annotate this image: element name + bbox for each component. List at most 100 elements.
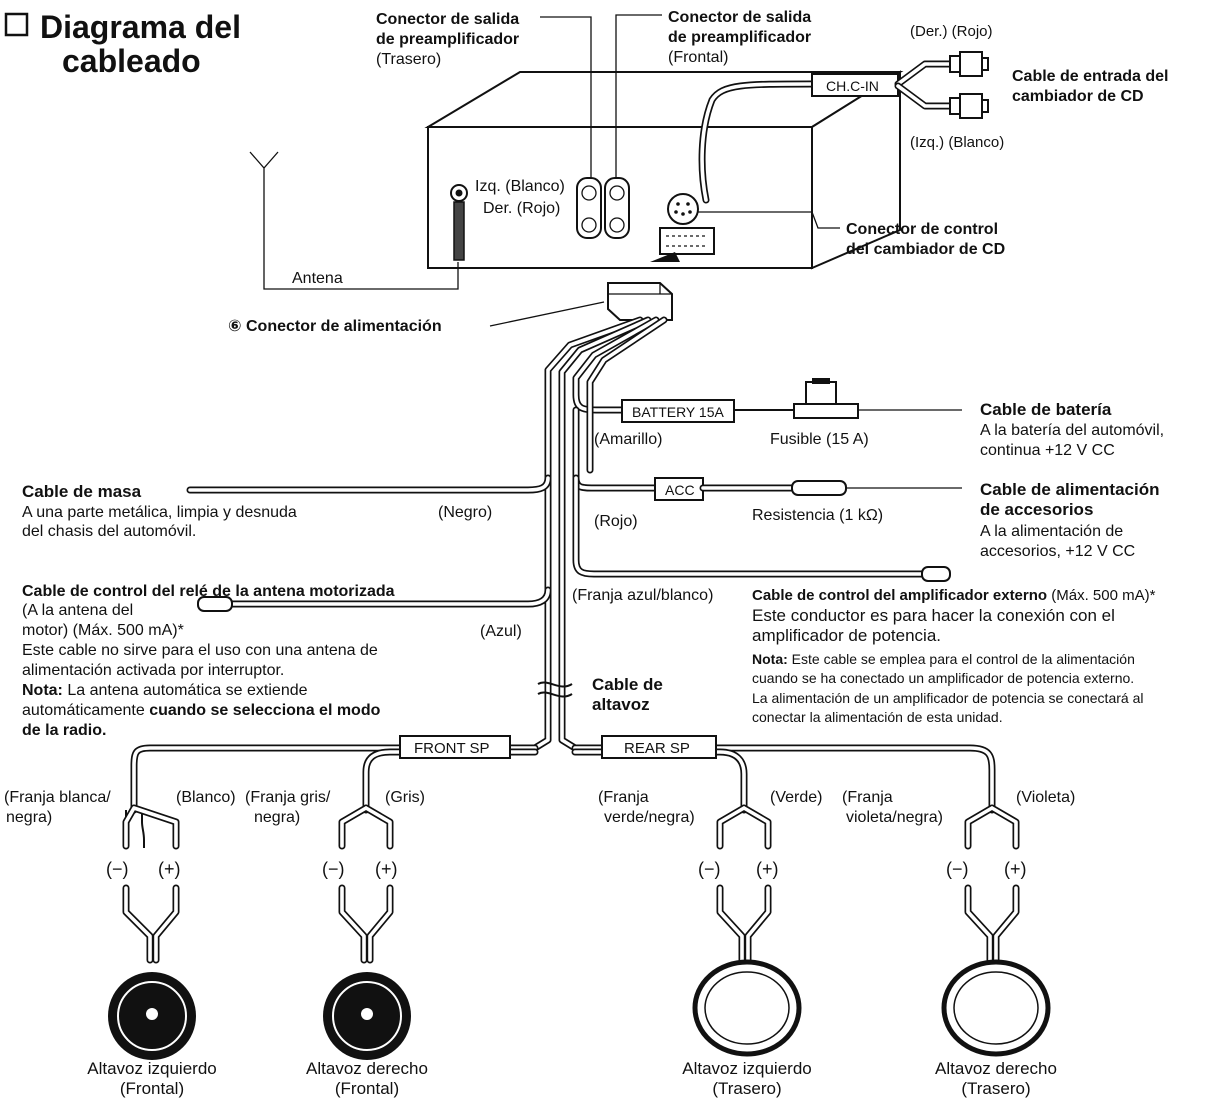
svg-text:(+): (+) bbox=[1004, 859, 1027, 879]
svg-text:de preamplificador: de preamplificador bbox=[668, 29, 811, 46]
front-preamp-jacks-icon bbox=[604, 177, 630, 239]
svg-text:(Trasero): (Trasero) bbox=[376, 51, 441, 68]
svg-text:Conector de salida: Conector de salida bbox=[668, 9, 811, 26]
svg-text:La alimentación de un amplific: La alimentación de un amplificador de po… bbox=[752, 690, 1143, 706]
insert-arrow-icon bbox=[650, 252, 680, 262]
rear-preamp-label: Conector de salida de preamplificador (T… bbox=[376, 11, 592, 178]
svg-text:(Franja gris/: (Franja gris/ bbox=[245, 789, 331, 806]
antenna-plug-icon bbox=[453, 201, 465, 261]
antenna: Antena bbox=[249, 151, 465, 290]
svg-text:Altavoz derecho: Altavoz derecho bbox=[306, 1059, 428, 1078]
svg-text:amplificador de potencia.: amplificador de potencia. bbox=[752, 626, 941, 645]
svg-text:Cable de control del relé de l: Cable de control del relé de la antena m… bbox=[22, 583, 395, 600]
svg-text:(−): (−) bbox=[322, 859, 345, 879]
speaker-group-rear-left: (Franja verde/negra) (Verde) (−) (+) Alt… bbox=[598, 789, 822, 1098]
cd-control-connector-icon bbox=[667, 193, 699, 225]
antenna-label: Antena bbox=[292, 270, 343, 287]
svg-text:(+): (+) bbox=[375, 859, 398, 879]
svg-text:Altavoz izquierdo: Altavoz izquierdo bbox=[682, 1059, 811, 1078]
svg-text:Conector de salida: Conector de salida bbox=[376, 11, 519, 28]
cd-right-color: (Der.) (Rojo) bbox=[910, 23, 993, 40]
head-unit bbox=[424, 70, 904, 270]
main-harness bbox=[531, 316, 668, 752]
svg-text:(Verde): (Verde) bbox=[770, 789, 822, 806]
svg-text:de accesorios: de accesorios bbox=[980, 500, 1093, 519]
acc-tag: ACC bbox=[665, 482, 695, 498]
svg-text:continua +12 V CC: continua +12 V CC bbox=[980, 442, 1115, 459]
fuse-label: Fusible (15 A) bbox=[770, 431, 869, 448]
cd-control-label: Conector de control del cambiador de CD bbox=[698, 211, 1005, 258]
svg-text:alimentación activada por inte: alimentación activada por interruptor. bbox=[22, 662, 284, 679]
cd-input-tag: CH.C-IN bbox=[826, 78, 879, 94]
svg-text:accesorios, +12 V CC: accesorios, +12 V CC bbox=[980, 543, 1135, 560]
title-bullet-icon bbox=[4, 12, 29, 37]
svg-text:Altavoz derecho: Altavoz derecho bbox=[935, 1059, 1057, 1078]
svg-text:Nota: Este cable se emplea par: Nota: Este cable se emplea para el contr… bbox=[752, 651, 1135, 667]
svg-text:automáticamente cuando se sele: automáticamente cuando se selecciona el … bbox=[22, 702, 381, 719]
svg-text:del cambiador de CD: del cambiador de CD bbox=[846, 241, 1005, 258]
svg-text:cuando se ha conectado un ampl: cuando se ha conectado un amplificador d… bbox=[752, 670, 1134, 686]
svg-text:(−): (−) bbox=[946, 859, 969, 879]
antenna-relay-cable: Cable de control del relé de la antena m… bbox=[22, 583, 552, 739]
ground-color: (Negro) bbox=[438, 504, 492, 521]
fuse-icon bbox=[793, 403, 859, 419]
battery-title: Cable de batería bbox=[980, 400, 1112, 419]
amp-control-cable: (Franja azul/blanco) Cable de control de… bbox=[572, 474, 1156, 725]
acc-color: (Rojo) bbox=[594, 513, 638, 530]
resistor-icon bbox=[791, 480, 847, 496]
svg-text:negra): negra) bbox=[254, 809, 300, 826]
rear-sp-tag: REAR SP bbox=[624, 740, 690, 757]
diagram-title: Diagrama del cableado bbox=[4, 9, 241, 79]
jack-right-label: Der. (Rojo) bbox=[483, 200, 560, 217]
svg-text:conectar la alimentación de es: conectar la alimentación de esta unidad. bbox=[752, 709, 1003, 725]
power-connector-label: ⑥ Conector de alimentación bbox=[228, 318, 442, 335]
resistor-label: Resistencia (1 kΩ) bbox=[752, 507, 883, 524]
jack-left-label: Izq. (Blanco) bbox=[475, 178, 565, 195]
svg-text:(Trasero): (Trasero) bbox=[961, 1079, 1030, 1098]
svg-text:A una parte metálica, limpia y: A una parte metálica, limpia y desnuda bbox=[22, 504, 297, 521]
speaker-group-front-right: (Franja gris/ negra) (Gris) (−) (+) Alta… bbox=[245, 789, 428, 1098]
speaker-icon bbox=[692, 959, 802, 1057]
svg-text:motor) (Máx. 500 mA)*: motor) (Máx. 500 mA)* bbox=[22, 622, 184, 639]
svg-text:de la radio.: de la radio. bbox=[22, 722, 106, 739]
speaker-group-front-left: (Franja blanca/ negra) (Blanco) (−) (+) … bbox=[4, 789, 236, 1098]
svg-text:verde/negra): verde/negra) bbox=[604, 809, 695, 826]
svg-text:Altavoz izquierdo: Altavoz izquierdo bbox=[87, 1059, 216, 1078]
svg-text:(Blanco): (Blanco) bbox=[176, 789, 236, 806]
svg-text:A la alimentación de: A la alimentación de bbox=[980, 523, 1123, 540]
svg-text:(Frontal): (Frontal) bbox=[120, 1079, 184, 1098]
svg-text:Cable de: Cable de bbox=[592, 675, 663, 694]
svg-text:(Franja: (Franja bbox=[598, 789, 649, 806]
svg-text:negra): negra) bbox=[6, 809, 52, 826]
svg-text:altavoz: altavoz bbox=[592, 695, 650, 714]
ground-cable: Cable de masa A una parte metálica, limp… bbox=[22, 474, 552, 540]
battery-color: (Amarillo) bbox=[594, 431, 662, 448]
svg-text:(−): (−) bbox=[106, 859, 129, 879]
speaker-bus: FRONT SP REAR SP bbox=[130, 735, 996, 814]
svg-text:(A la antena del: (A la antena del bbox=[22, 602, 133, 619]
svg-text:Nota: La antena automática se: Nota: La antena automática se extiende bbox=[22, 682, 308, 699]
cd-input-label-2: cambiador de CD bbox=[1012, 88, 1144, 105]
speaker-cable-label: Cable de altavoz bbox=[592, 675, 663, 714]
svg-text:del chasis del automóvil.: del chasis del automóvil. bbox=[22, 523, 196, 540]
svg-text:(Frontal): (Frontal) bbox=[668, 49, 728, 66]
svg-text:(Franja: (Franja bbox=[842, 789, 893, 806]
svg-text:(Violeta): (Violeta) bbox=[1016, 789, 1075, 806]
svg-text:(Franja blanca/: (Franja blanca/ bbox=[4, 789, 111, 806]
svg-text:Cable de alimentación: Cable de alimentación bbox=[980, 480, 1160, 499]
relay-color: (Azul) bbox=[480, 623, 522, 640]
svg-text:(Trasero): (Trasero) bbox=[712, 1079, 781, 1098]
speaker-icon bbox=[941, 959, 1051, 1057]
svg-text:(+): (+) bbox=[756, 859, 779, 879]
front-preamp-label: Conector de salida de preamplificador (F… bbox=[615, 9, 811, 178]
power-socket-icon bbox=[659, 227, 715, 255]
rear-preamp-jacks-icon bbox=[576, 177, 602, 239]
svg-text:violeta/negra): violeta/negra) bbox=[846, 809, 943, 826]
svg-text:(−): (−) bbox=[698, 859, 721, 879]
title-line-1: Diagrama del bbox=[40, 9, 241, 45]
battery-tag: BATTERY 15A bbox=[632, 404, 724, 420]
power-connector: ⑥ Conector de alimentación bbox=[228, 282, 673, 335]
svg-text:Este conductor es para hacer l: Este conductor es para hacer la conexión… bbox=[752, 606, 1115, 625]
cd-input-cable: CH.C-IN (Der.) (Rojo) (Izq.) (Blanco) Ca… bbox=[698, 23, 1169, 204]
